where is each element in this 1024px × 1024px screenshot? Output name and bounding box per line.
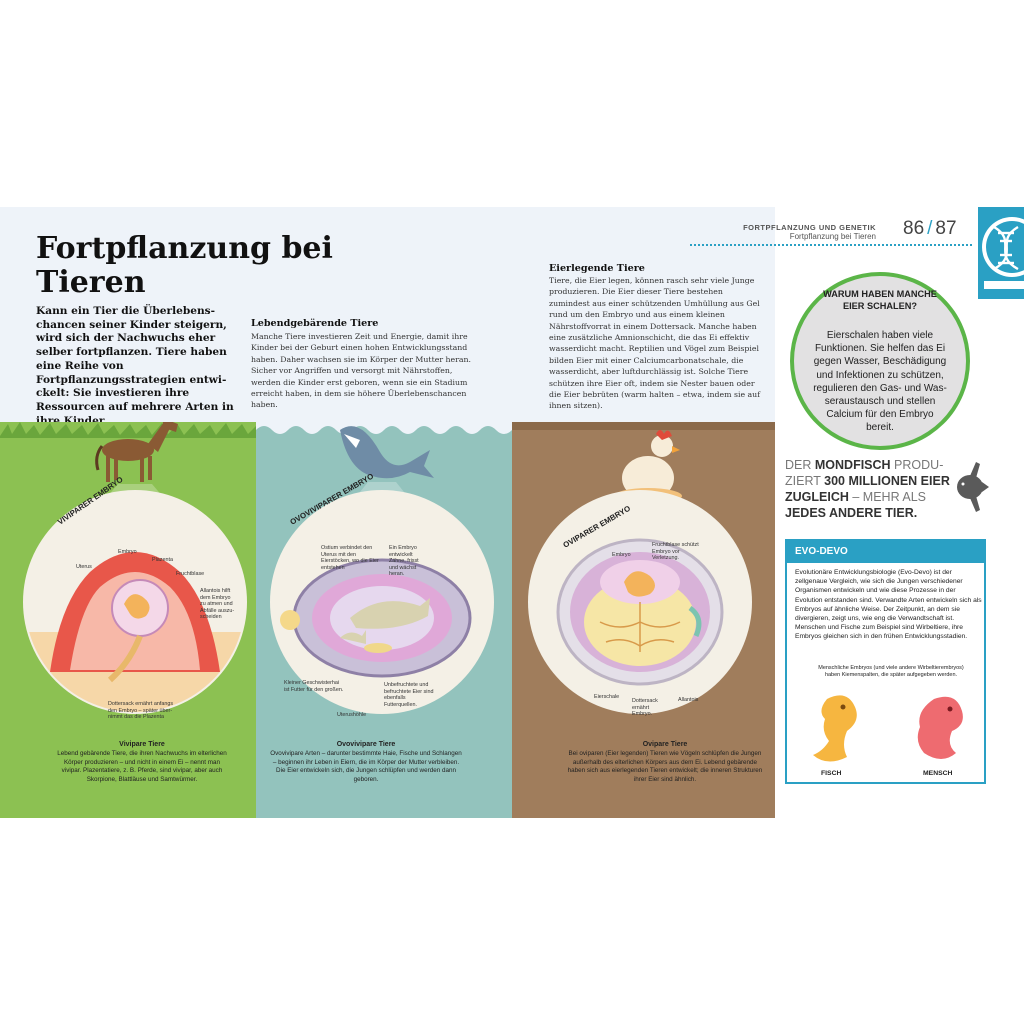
grass-tufts xyxy=(0,422,256,438)
ovoviviparous-caption: Ovovivipare Tiere Ovovivipare Arten – da… xyxy=(270,741,462,784)
page-divider: / xyxy=(927,218,933,239)
oviparous-caption-text: Bei oviparen (Eier legenden) Tieren wie … xyxy=(567,750,763,783)
ovoviviparous-diagram: OVOVIVIPARER EMBRYO xyxy=(270,471,494,714)
oviparous-diagram: OVIPARER EMBRYO xyxy=(528,490,752,714)
viviparous-body: Manche Tiere investieren Zeit und Energi… xyxy=(251,332,472,410)
page-left-number: 86 xyxy=(903,218,925,239)
section-title: FORTPFLANZUNG UND GENETIK xyxy=(743,223,876,232)
label-dottersack: Dottersack ernährt anfangs den Embryo – … xyxy=(108,701,174,721)
label-unfertilized: Unbefruchtete und befruchtete Eier sind … xyxy=(384,682,434,708)
sunfish-fact: DER MONDFISCH PRODU­ZIERT 300 MILLIONEN … xyxy=(785,457,960,521)
horse-illustration xyxy=(95,422,178,482)
evo-devo-header: EVO-DEVO xyxy=(787,541,984,563)
fact-bold-3: JEDES ANDERE TIER. xyxy=(785,506,918,520)
evo-devo-title: EVO-DEVO xyxy=(795,546,848,557)
ovoviviparous-caption-title: Ovovivipare Tiere xyxy=(336,741,396,748)
evo-devo-box: EVO-DEVO Evolutionäre Entwicklungsbiolog… xyxy=(785,539,986,784)
water-surface xyxy=(256,422,512,434)
human-label: MENSCH xyxy=(923,770,953,777)
soil-surface xyxy=(512,422,775,430)
label-ovi-allantois: Allantois xyxy=(678,697,699,703)
label-fruchtblase: Fruchtblase xyxy=(176,571,205,577)
human-embryo-icon xyxy=(917,696,963,759)
question-bubble: WARUM HABEN MANCHE EIER SCHALEN? Eiersch… xyxy=(790,272,970,450)
bird-embryo xyxy=(624,571,655,597)
fish-embryo-icon xyxy=(813,695,857,762)
book-spread: FORTPFLANZUNG UND GENETIK Fortpflanzung … xyxy=(0,207,1024,818)
label-embryo: Embryo xyxy=(118,549,137,555)
viviparous-heading: Lebendgebärende Tiere xyxy=(251,318,379,329)
evo-devo-body: Evolutionäre Entwicklungsbiologie (Evo-D… xyxy=(795,569,982,641)
fact-text-2: PRODU­ZIERT xyxy=(785,458,944,488)
shark-embryo xyxy=(350,598,430,629)
fish-label: FISCH xyxy=(821,770,842,777)
question-title: WARUM HABEN MANCHE EIER SCHALEN? xyxy=(823,289,937,311)
label-ostium: Ostium verbindet den Uterus mit den Eier… xyxy=(321,545,379,571)
label-ovi-fruchtblase: Fruchtblase schützt Embryo vor Verletzun… xyxy=(652,542,699,562)
viviparous-diagram: VIVIPARER EMBRYO xyxy=(23,475,247,714)
label-ovi-dottersack: Dottersack ernährt Embryo. xyxy=(632,698,658,718)
oviparous-caption-title: Ovipare Tiere xyxy=(642,741,688,748)
viviparous-caption-title: Vivipare Tiere xyxy=(119,741,165,748)
ostium-egg xyxy=(280,610,300,630)
page-right-number: 87 xyxy=(935,218,957,239)
label-ovi-embryo: Embryo xyxy=(612,552,631,558)
viviparous-caption: Vivipare Tiere Lebend gebärende Tiere, d… xyxy=(56,741,228,784)
oviparous-heading: Eierlegende Tiere xyxy=(549,263,645,274)
subsection-title: Fortpflanzung bei Tieren xyxy=(789,232,876,241)
sunfish-icon xyxy=(957,462,989,512)
evo-devo-note: Menschliche Embryos (und viele andere Wi… xyxy=(818,665,964,678)
intro-text: Kann ein Tier die Überlebens­chancen sei… xyxy=(36,305,234,427)
label-uterushoehle: Uterushöhle xyxy=(337,712,367,718)
fact-text-3: – MEHR ALS xyxy=(848,490,927,504)
viviparous-caption-text: Lebend gebärende Tiere, die ihren Nachwu… xyxy=(57,750,227,783)
fact-bold-1: MONDFISCH xyxy=(814,458,891,472)
header-rule xyxy=(690,244,972,246)
shark-illustration xyxy=(340,426,434,479)
label-uterus: Uterus xyxy=(76,564,92,570)
habitat-illustration: VIVIPARER EMBRYO OVOVIVIPARER EMBRYO xyxy=(0,422,775,818)
fact-text-1: DER xyxy=(785,458,815,472)
label-placenta: Plazenta xyxy=(152,557,173,563)
oviparous-caption: Ovipare Tiere Bei oviparen (Eier legende… xyxy=(567,741,763,784)
ovoviviparous-caption-text: Ovovivipare Arten – darunter bestimmte H… xyxy=(270,750,462,783)
label-embryo-teeth: Ein Embryo entwickelt Zähne, frisst und … xyxy=(389,545,419,578)
label-sibling: Kleiner Geschwister­hai ist Futter für d… xyxy=(284,680,344,693)
dna-icon xyxy=(978,207,1024,299)
oviparous-body: Tiere, die Eier legen, können rasch sehr… xyxy=(549,276,761,411)
question-body: Eierschalen haben viele Funktionen. Sie … xyxy=(813,330,947,434)
fact-bold-2: 300 MILLIONEN EIER ZUGLEICH xyxy=(785,474,950,504)
label-allantois: Allantois hilft dem Embryo zu atmen und … xyxy=(200,588,235,621)
page-numbers: 86/87 xyxy=(903,218,957,240)
label-eierschale: Eierschale xyxy=(594,694,620,700)
page-title: Fortpflanzung bei Tieren xyxy=(36,231,333,300)
